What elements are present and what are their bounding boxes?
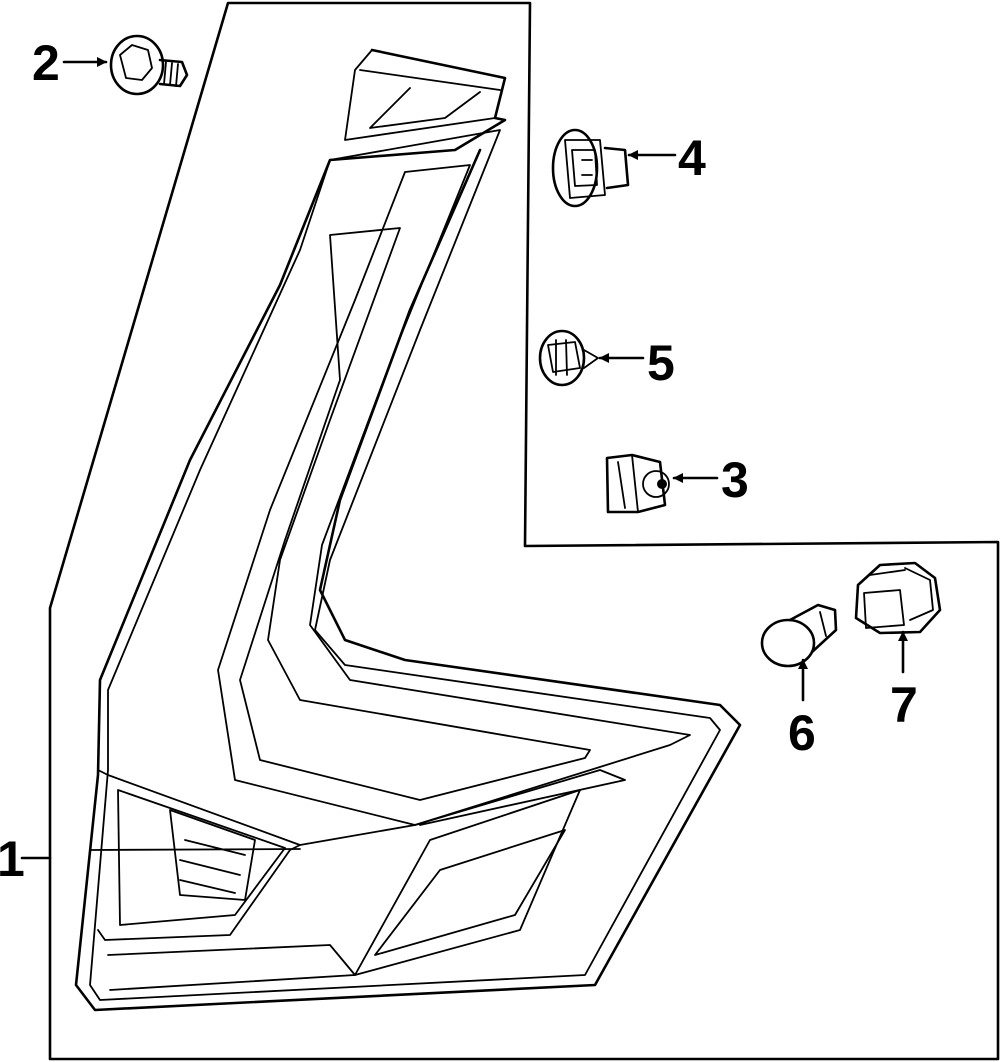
socket-part-5 bbox=[538, 329, 599, 387]
callout-5: 5 bbox=[647, 335, 675, 391]
leader-line-1-inner bbox=[89, 848, 301, 851]
screw-part-2 bbox=[109, 34, 189, 96]
bulb-part-6 bbox=[760, 603, 838, 668]
tail-lamp-assembly bbox=[74, 48, 742, 1012]
callout-1: 1 bbox=[0, 831, 25, 887]
callout-6: 6 bbox=[788, 705, 816, 761]
callout-2: 2 bbox=[32, 35, 60, 91]
callout-4: 4 bbox=[678, 130, 706, 186]
group-boundary-frame bbox=[48, 1, 1000, 1061]
socket-part-4 bbox=[551, 128, 630, 208]
bulb-holder-part-3 bbox=[605, 453, 670, 514]
callout-3: 3 bbox=[721, 452, 749, 508]
callout-7: 7 bbox=[890, 677, 918, 733]
socket-part-7 bbox=[854, 561, 942, 635]
